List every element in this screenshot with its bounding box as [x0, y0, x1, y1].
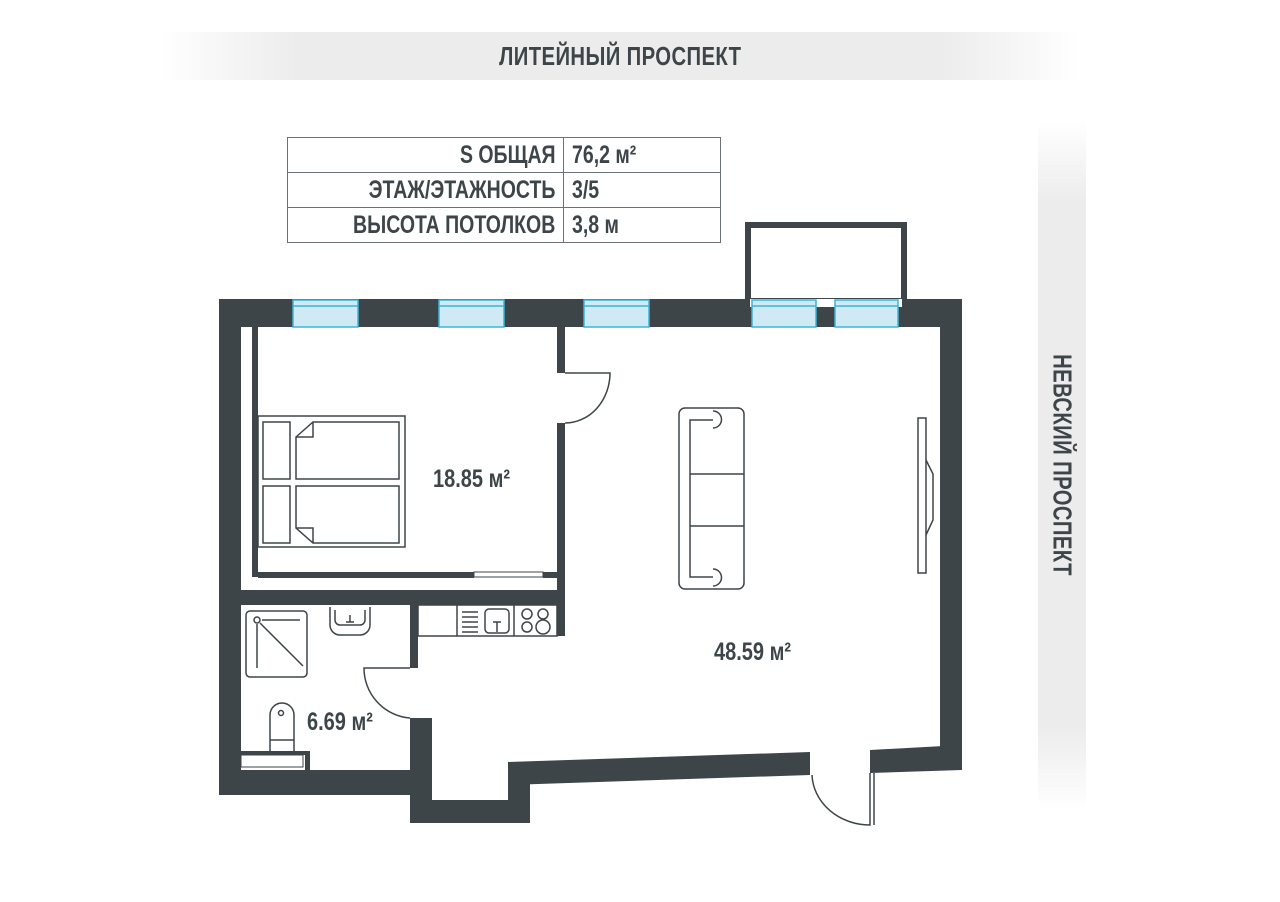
info-label: S ОБЩАЯ	[459, 140, 556, 169]
balcony	[745, 222, 907, 304]
info-value: 76,2 м²	[572, 140, 637, 169]
shower-tray	[245, 610, 308, 678]
wall-bottom-step	[410, 800, 530, 823]
window	[438, 299, 505, 328]
wall-bottom-right	[870, 745, 962, 773]
tv-panel	[917, 417, 927, 574]
pillow	[262, 485, 291, 544]
bedroom-door	[564, 372, 611, 424]
kitchen-faucet	[493, 621, 501, 632]
shower-drain	[253, 616, 261, 624]
wall-bedroom-right-upper	[557, 327, 565, 373]
pillow	[262, 421, 291, 480]
sliding-door	[473, 571, 544, 578]
wall-bedroom-left	[252, 327, 258, 577]
info-value: 3,8 м	[572, 210, 620, 239]
wall-bedroom-bottom-segment	[543, 572, 557, 578]
toilet	[269, 702, 295, 753]
kitchen-sink	[484, 608, 510, 634]
wall-bath-right-upper	[410, 605, 418, 668]
wall-right	[940, 299, 962, 769]
bed-frame	[257, 415, 406, 548]
sofa-back	[689, 419, 713, 578]
wall-bedroom-right-lower	[557, 423, 565, 636]
info-label: ВЫСОТА ПОТОЛКОВ	[353, 210, 556, 239]
street-name-top: ЛИТЕЙНЫЙ ПРОСПЕКТ	[498, 40, 742, 71]
sofa-armrest	[712, 410, 723, 429]
bathroom-door	[363, 667, 411, 719]
blanket	[295, 421, 400, 480]
window	[292, 299, 359, 328]
room-area-bedroom: 18.85 м²	[433, 465, 510, 493]
sofa-armrest	[712, 568, 723, 587]
bath-ledge-wall	[305, 753, 310, 770]
washbasin-inner	[334, 610, 366, 626]
street-banner-right: НЕВСКИЙ ПРОСПЕКТ	[1038, 120, 1086, 810]
burner	[521, 608, 533, 620]
sofa-frame	[678, 407, 745, 590]
washbasin-faucet	[346, 615, 354, 623]
window	[583, 299, 650, 328]
info-value: 3/5	[572, 175, 600, 204]
table-row: S ОБЩАЯ 76,2 м²	[286, 137, 722, 173]
dish-drainer	[462, 611, 478, 633]
windows	[292, 299, 899, 328]
street-banner-top: ЛИТЕЙНЫЙ ПРОСПЕКТ	[160, 32, 1080, 80]
stove	[521, 608, 551, 635]
blanket-fold	[296, 527, 314, 543]
bath-shelf	[240, 754, 304, 768]
table-row: ВЫСОТА ПОТОЛКОВ 3,8 м	[286, 207, 722, 243]
wall-middle	[241, 590, 565, 605]
shower	[245, 610, 308, 678]
sofa	[678, 407, 745, 590]
toilet-bowl	[269, 702, 295, 753]
wall-left	[219, 299, 241, 795]
window	[834, 299, 899, 328]
bed	[257, 415, 406, 548]
burner	[537, 608, 549, 620]
room-area-living: 48.59 м²	[714, 638, 791, 666]
washbasin	[329, 607, 371, 636]
window	[751, 299, 817, 328]
shower-line	[259, 622, 304, 667]
blanket	[295, 485, 400, 544]
entrance-door	[811, 773, 871, 826]
info-label: ЭТАЖ/ЭТАЖНОСТЬ	[368, 175, 556, 204]
bath-ledge-top	[241, 751, 310, 755]
wall-bottom-slope	[508, 752, 810, 785]
toilet-drain	[277, 709, 285, 717]
kitchen-counter	[417, 604, 558, 637]
wall-bottom-left	[219, 770, 432, 795]
tv	[917, 417, 934, 574]
washbasin-outer	[329, 607, 371, 636]
tv-stand	[925, 459, 934, 536]
burner	[521, 621, 533, 633]
apartment-info-table: S ОБЩАЯ 76,2 м² ЭТАЖ/ЭТАЖНОСТЬ 3/5 ВЫСОТ…	[286, 137, 722, 243]
room-area-bathroom: 6.69 м²	[307, 708, 373, 736]
wall-bedroom-bottom	[258, 572, 474, 578]
wall-bath-right-lower	[410, 718, 432, 770]
walls	[219, 299, 962, 823]
balcony-opening	[750, 299, 902, 307]
fixtures	[245, 372, 934, 826]
counter-top	[417, 604, 558, 637]
burner	[535, 619, 551, 635]
blanket-fold	[296, 422, 314, 438]
